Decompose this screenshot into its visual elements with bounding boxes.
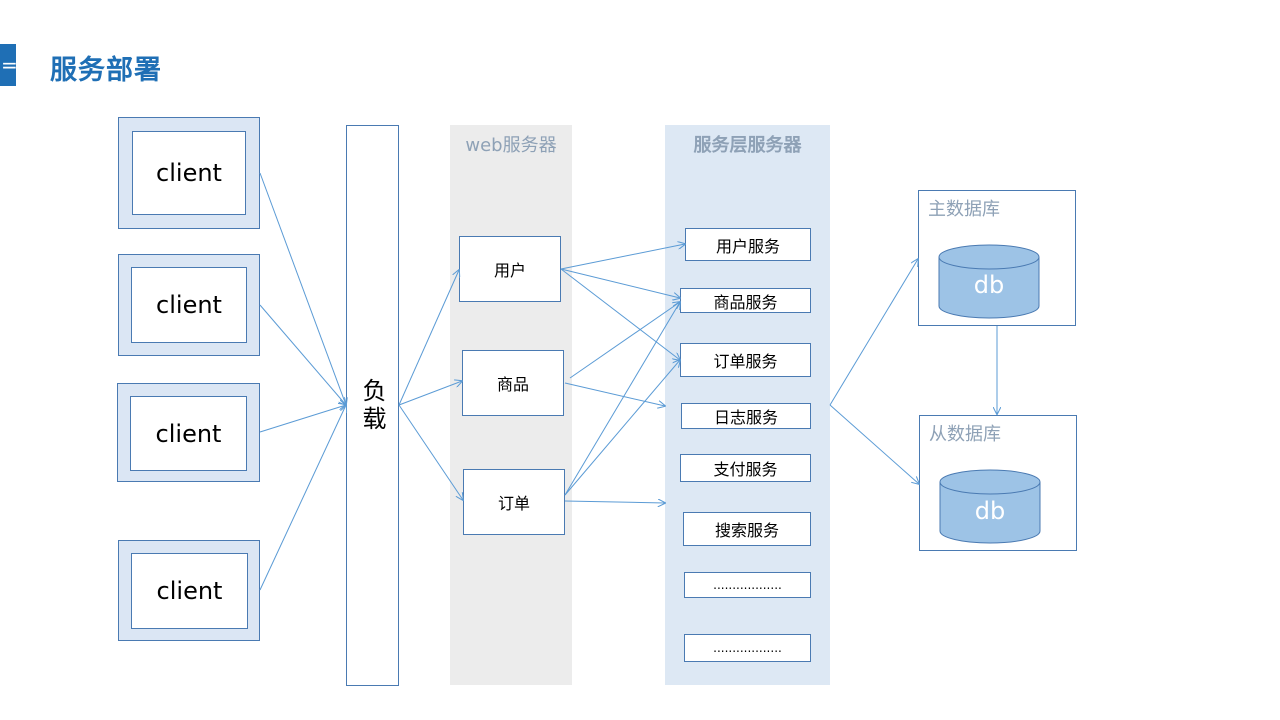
connector-service-db — [829, 259, 918, 406]
connector-web-service — [564, 382, 665, 406]
web-server-panel-title: web服务器 — [465, 135, 557, 156]
client-node: client — [117, 383, 260, 482]
client-node: client — [118, 540, 260, 641]
service-node-log: 日志服务 — [681, 403, 811, 429]
master-database-label: db — [973, 271, 1005, 299]
slave-database-label: db — [974, 497, 1006, 525]
connector-web-service — [560, 244, 685, 270]
connector-service-db — [829, 404, 919, 484]
slave-database-title: 从数据库 — [929, 424, 1001, 445]
connector-lb-web — [398, 404, 463, 500]
connector-web-service — [560, 268, 680, 360]
connector-client-lb — [259, 172, 346, 405]
slave-database-cylinder — [939, 469, 1041, 544]
service-node-payment: 支付服务 — [680, 454, 811, 482]
web-node-product: 商品 — [462, 350, 564, 416]
service-node-search: 搜索服务 — [683, 512, 811, 546]
service-node-order: 订单服务 — [680, 343, 811, 377]
master-database-cylinder — [938, 244, 1040, 319]
connector-client-lb — [259, 405, 346, 433]
connector-client-lb — [259, 405, 346, 591]
client-label: client — [130, 396, 247, 471]
connector-web-service — [564, 501, 665, 503]
service-layer-panel-title: 服务层服务器 — [693, 135, 802, 156]
client-label: client — [132, 131, 246, 215]
service-node-more: .................. — [684, 634, 811, 662]
client-node: client — [118, 117, 260, 229]
client-label: client — [131, 553, 248, 629]
connector-lb-web — [398, 270, 459, 406]
connector-client-lb — [259, 304, 346, 405]
connector-web-service — [564, 302, 680, 496]
connector-web-service — [564, 360, 680, 496]
connector-lb-web — [398, 381, 462, 406]
load-balancer: 负载 — [346, 125, 399, 686]
connector-web-service — [560, 268, 680, 298]
master-database-title: 主数据库 — [928, 199, 1000, 220]
service-node-user: 用户服务 — [685, 228, 811, 261]
page-title: 服务部署 — [50, 55, 162, 86]
web-node-order: 订单 — [463, 469, 565, 535]
client-label: client — [131, 267, 247, 343]
client-node: client — [118, 254, 260, 356]
title-accent-bar: = — [0, 44, 18, 86]
connector-web-service — [569, 302, 680, 379]
web-node-user: 用户 — [459, 236, 561, 302]
service-node-more: .................. — [684, 572, 811, 598]
service-node-product: 商品服务 — [680, 288, 811, 313]
